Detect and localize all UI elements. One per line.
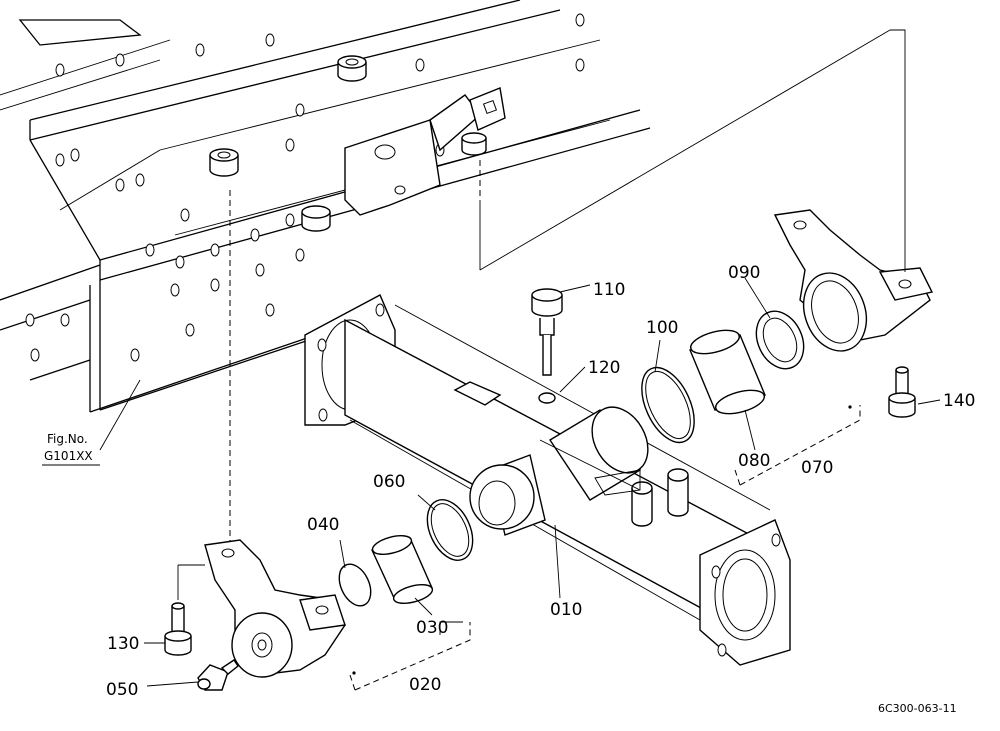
axle-housing-010 (304, 294, 791, 666)
bushing-030 (371, 534, 434, 605)
frame-bracket (344, 87, 506, 216)
label-130: 130 (107, 634, 139, 654)
o-ring-100 (641, 366, 695, 444)
disc-040 (338, 563, 372, 607)
figure-reference-line1: Fig.No. (47, 432, 88, 446)
label-110: 110 (593, 280, 625, 300)
frame-bosses (209, 55, 487, 232)
o-ring-060 (426, 499, 474, 561)
label-120: 120 (588, 358, 620, 378)
bracket-070 (773, 209, 934, 352)
figure-reference-line2: G101XX (44, 449, 93, 463)
pin-110 (531, 288, 563, 376)
label-050: 050 (106, 680, 138, 700)
frame-holes (25, 13, 585, 362)
bolt-140 (888, 366, 916, 418)
label-030: 030 (416, 618, 448, 638)
bushing-080 (689, 329, 766, 415)
figure-reference: Fig.No. G101XX (42, 432, 100, 466)
drawing-reference-code: 6C300-063-11 (878, 702, 957, 715)
label-080: 080 (738, 451, 770, 471)
label-060: 060 (373, 472, 405, 492)
thrust-washer-090 (755, 310, 805, 370)
label-010: 010 (550, 600, 582, 620)
label-070: 070 (801, 458, 833, 478)
label-040: 040 (307, 515, 339, 535)
label-020: 020 (409, 675, 441, 695)
label-100: 100 (646, 318, 678, 338)
o-ring-120 (538, 392, 556, 404)
leader-lines (99, 29, 941, 691)
bolt-130 (164, 602, 192, 656)
part-labels: 110 120 100 090 080 070 140 060 040 010 … (106, 263, 975, 700)
bracket-020 (204, 539, 346, 678)
grease-fitting-050 (197, 659, 239, 691)
label-090: 090 (728, 263, 760, 283)
label-140: 140 (943, 391, 975, 411)
